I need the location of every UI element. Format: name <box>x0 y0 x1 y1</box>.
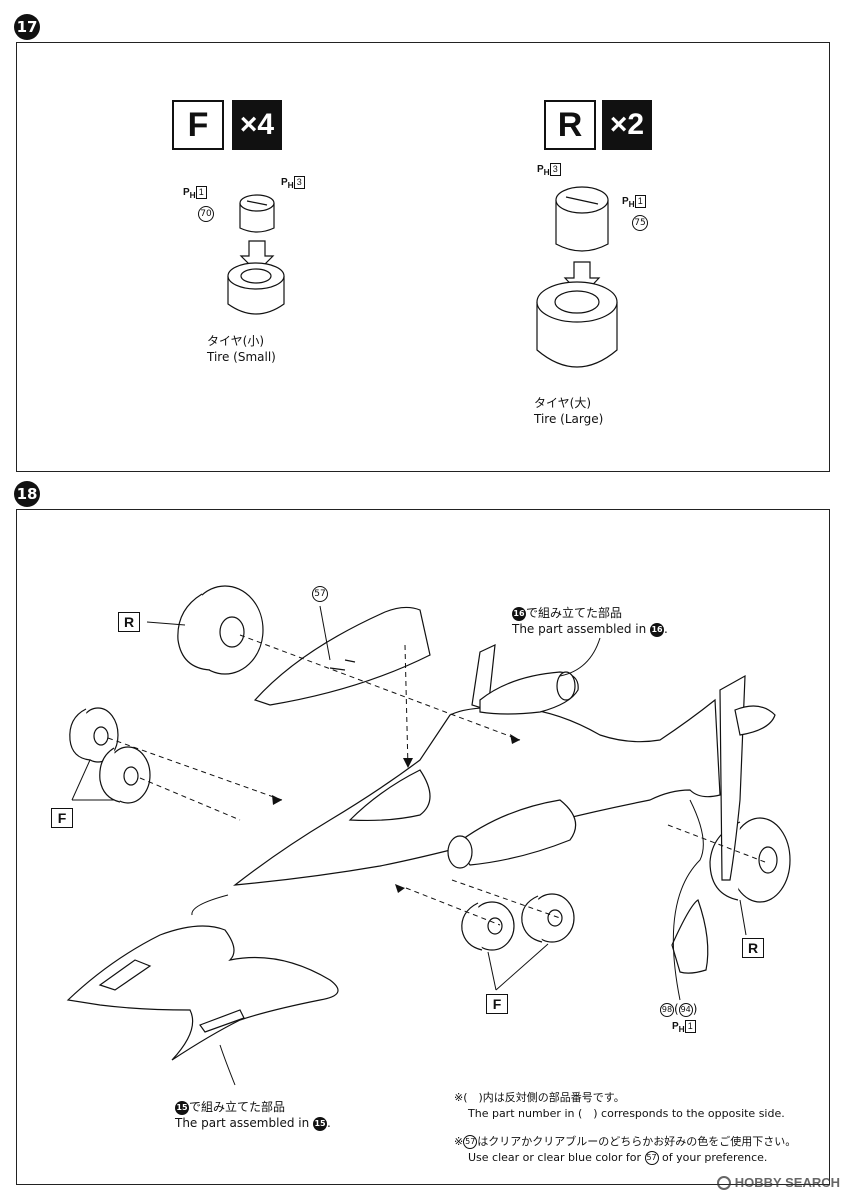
note2-en: Use clear or clear blue color for 57 of … <box>468 1151 768 1165</box>
front-tire-drawing <box>227 262 285 315</box>
ref16-step-icon: 16 <box>512 606 526 621</box>
step-17-number: 17 <box>14 14 40 40</box>
ref15-step-icon-en: 15 <box>313 1116 328 1131</box>
ref16-text-en: The part assembled in 16. <box>512 622 668 637</box>
car-body-drawing <box>233 644 776 886</box>
note2-part-icon: 57 <box>463 1135 478 1149</box>
watermark-logo-icon <box>716 1175 731 1190</box>
front-tire-label-en: Tire (Small) <box>207 350 276 364</box>
note1-jp: ※( )内は反対側の部品番号です。 <box>454 1091 625 1104</box>
ref16-step-icon-en: 16 <box>650 622 665 637</box>
rear-part-number: 75 <box>632 215 648 231</box>
rear-cap-drawing <box>555 186 609 252</box>
step-18-number: 18 <box>14 481 40 507</box>
rear-tire-label-jp: タイヤ(大) <box>534 396 592 410</box>
front-label-bottom: F <box>486 994 508 1014</box>
ref16-text-jp: 16で組み立てた部品 <box>512 606 623 621</box>
ref15-step-icon: 15 <box>175 1100 189 1115</box>
front-tire-bottom-b-drawing <box>521 893 575 943</box>
rear-tire-left-drawing <box>177 585 264 675</box>
ref15-text-jp: 15で組み立てた部品 <box>175 1100 286 1115</box>
rear-label-left: R <box>118 612 140 632</box>
rear-tire-drawing <box>536 281 618 368</box>
canopy-drawing <box>253 606 431 706</box>
front-label-left: F <box>51 808 73 828</box>
front-part-number: 70 <box>198 206 214 222</box>
rear-letter-box: R <box>544 100 596 150</box>
front-tire-label-jp: タイヤ(小) <box>207 334 265 348</box>
step-18-panel <box>16 509 830 1185</box>
front-wing-drawing <box>66 925 339 1061</box>
note1-en: The part number in ( ) corresponds to th… <box>468 1107 785 1120</box>
canopy-part-number: 57 <box>312 586 328 602</box>
ref15-text-en: The part assembled in 15. <box>175 1116 331 1131</box>
watermark: HOBBY SEARCH <box>716 1175 840 1190</box>
front-tire-left-a-drawing <box>69 707 119 763</box>
clear-part-numbers: 98(94) <box>660 1002 698 1017</box>
front-letter-box: F <box>172 100 224 150</box>
front-tire-bottom-a-drawing <box>461 901 515 951</box>
rear-tire-label-en: Tire (Large) <box>534 412 604 426</box>
rear-label-right: R <box>742 938 764 958</box>
step-17-panel <box>16 42 830 472</box>
clear-part-98-drawing <box>671 899 709 974</box>
front-cap-drawing <box>239 194 275 233</box>
note2-part-icon-en: 57 <box>644 1151 659 1165</box>
front-quantity: ×4 <box>232 100 282 150</box>
rear-quantity: ×2 <box>602 100 652 150</box>
front-tire-left-b-drawing <box>99 746 151 804</box>
